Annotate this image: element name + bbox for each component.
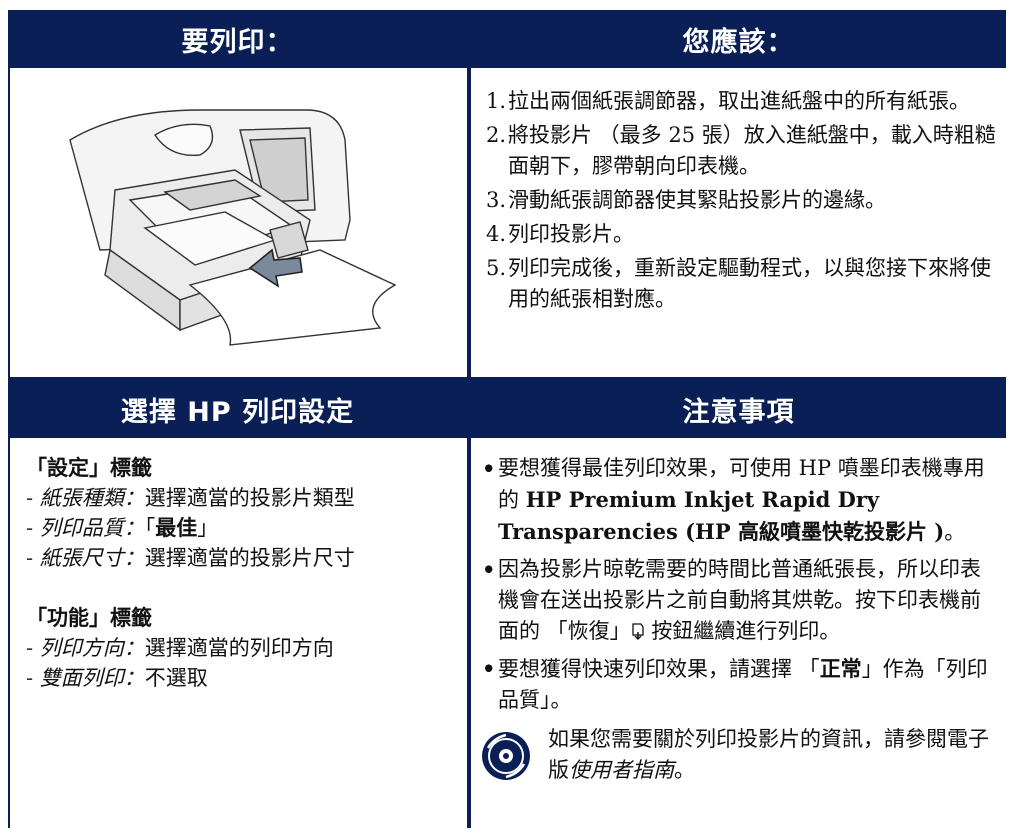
list-item: 3. 滑動紙張調節器使其緊貼投影片的邊緣。 [486,188,886,212]
setting-orientation: - 列印方向：選擇適當的列印方向 [26,636,334,660]
header-notes: 注意事項 [471,380,1006,438]
header-to-print: 要列印： [8,10,467,68]
column-divider-top [467,10,471,380]
notes-list: • 要想獲得最佳列印效果，可使用 HP 噴墨印表機專用的 HP Premium … [482,453,997,786]
document-frame: 要列印： 您應該： 1. 拉出兩個紙張調節器，取出進紙盤 [8,10,1006,828]
setting-print-quality: - 列印品質：「最佳」 [26,515,219,540]
cd-icon [482,732,530,780]
section-divider [8,377,1006,380]
resume-button-icon [632,623,644,641]
cd-reference: 如果您需要關於列印投影片的資訊，請參閱電子版使用者指南。 [482,724,997,786]
setup-tab-title: 「設定」標籤 [26,455,152,480]
header-select-settings: 選擇 HP 列印設定 [8,380,467,438]
instruction-steps: 1. 拉出兩個紙張調節器，取出進紙盤中的所有紙張。 2. 將投影片 （最多 25… [486,86,996,318]
setting-paper-size: - 紙張尺寸：選擇適當的投影片尺寸 [26,546,355,570]
list-item: 5. 列印完成後，重新設定驅動程式，以與您接下來將使用的紙張相對應。 [486,256,991,311]
list-item: • 要想獲得快速列印效果，請選擇 「正常」作為「列印品質」。 [482,656,988,712]
list-item: • 因為投影片晾乾需要的時間比普通紙張長，所以印表機會在送出投影片之前自動將其烘… [482,557,981,643]
list-item: 2. 將投影片 （最多 25 張）放入進紙盤中，載入時粗糙面朝下，膠帶朝向印表機… [486,123,996,178]
hp-print-settings: 「設定」標籤 - 紙張種類：選擇適當的投影片類型 - 列印品質：「最佳」 - 紙… [26,453,456,693]
printer-transparency-illustration [69,109,397,346]
list-item: 1. 拉出兩個紙張調節器，取出進紙盤中的所有紙張。 [486,89,970,113]
setting-paper-type: - 紙張種類：選擇適當的投影片類型 [26,486,355,510]
column-divider-bottom [467,380,471,828]
header-you-should: 您應該： [471,10,1006,68]
list-item: 4. 列印投影片。 [486,222,634,246]
setting-duplex: - 雙面列印：不選取 [26,666,208,690]
features-tab-title: 「功能」標籤 [26,605,152,630]
list-item: • 要想獲得最佳列印效果，可使用 HP 噴墨印表機專用的 HP Premium … [482,456,985,544]
